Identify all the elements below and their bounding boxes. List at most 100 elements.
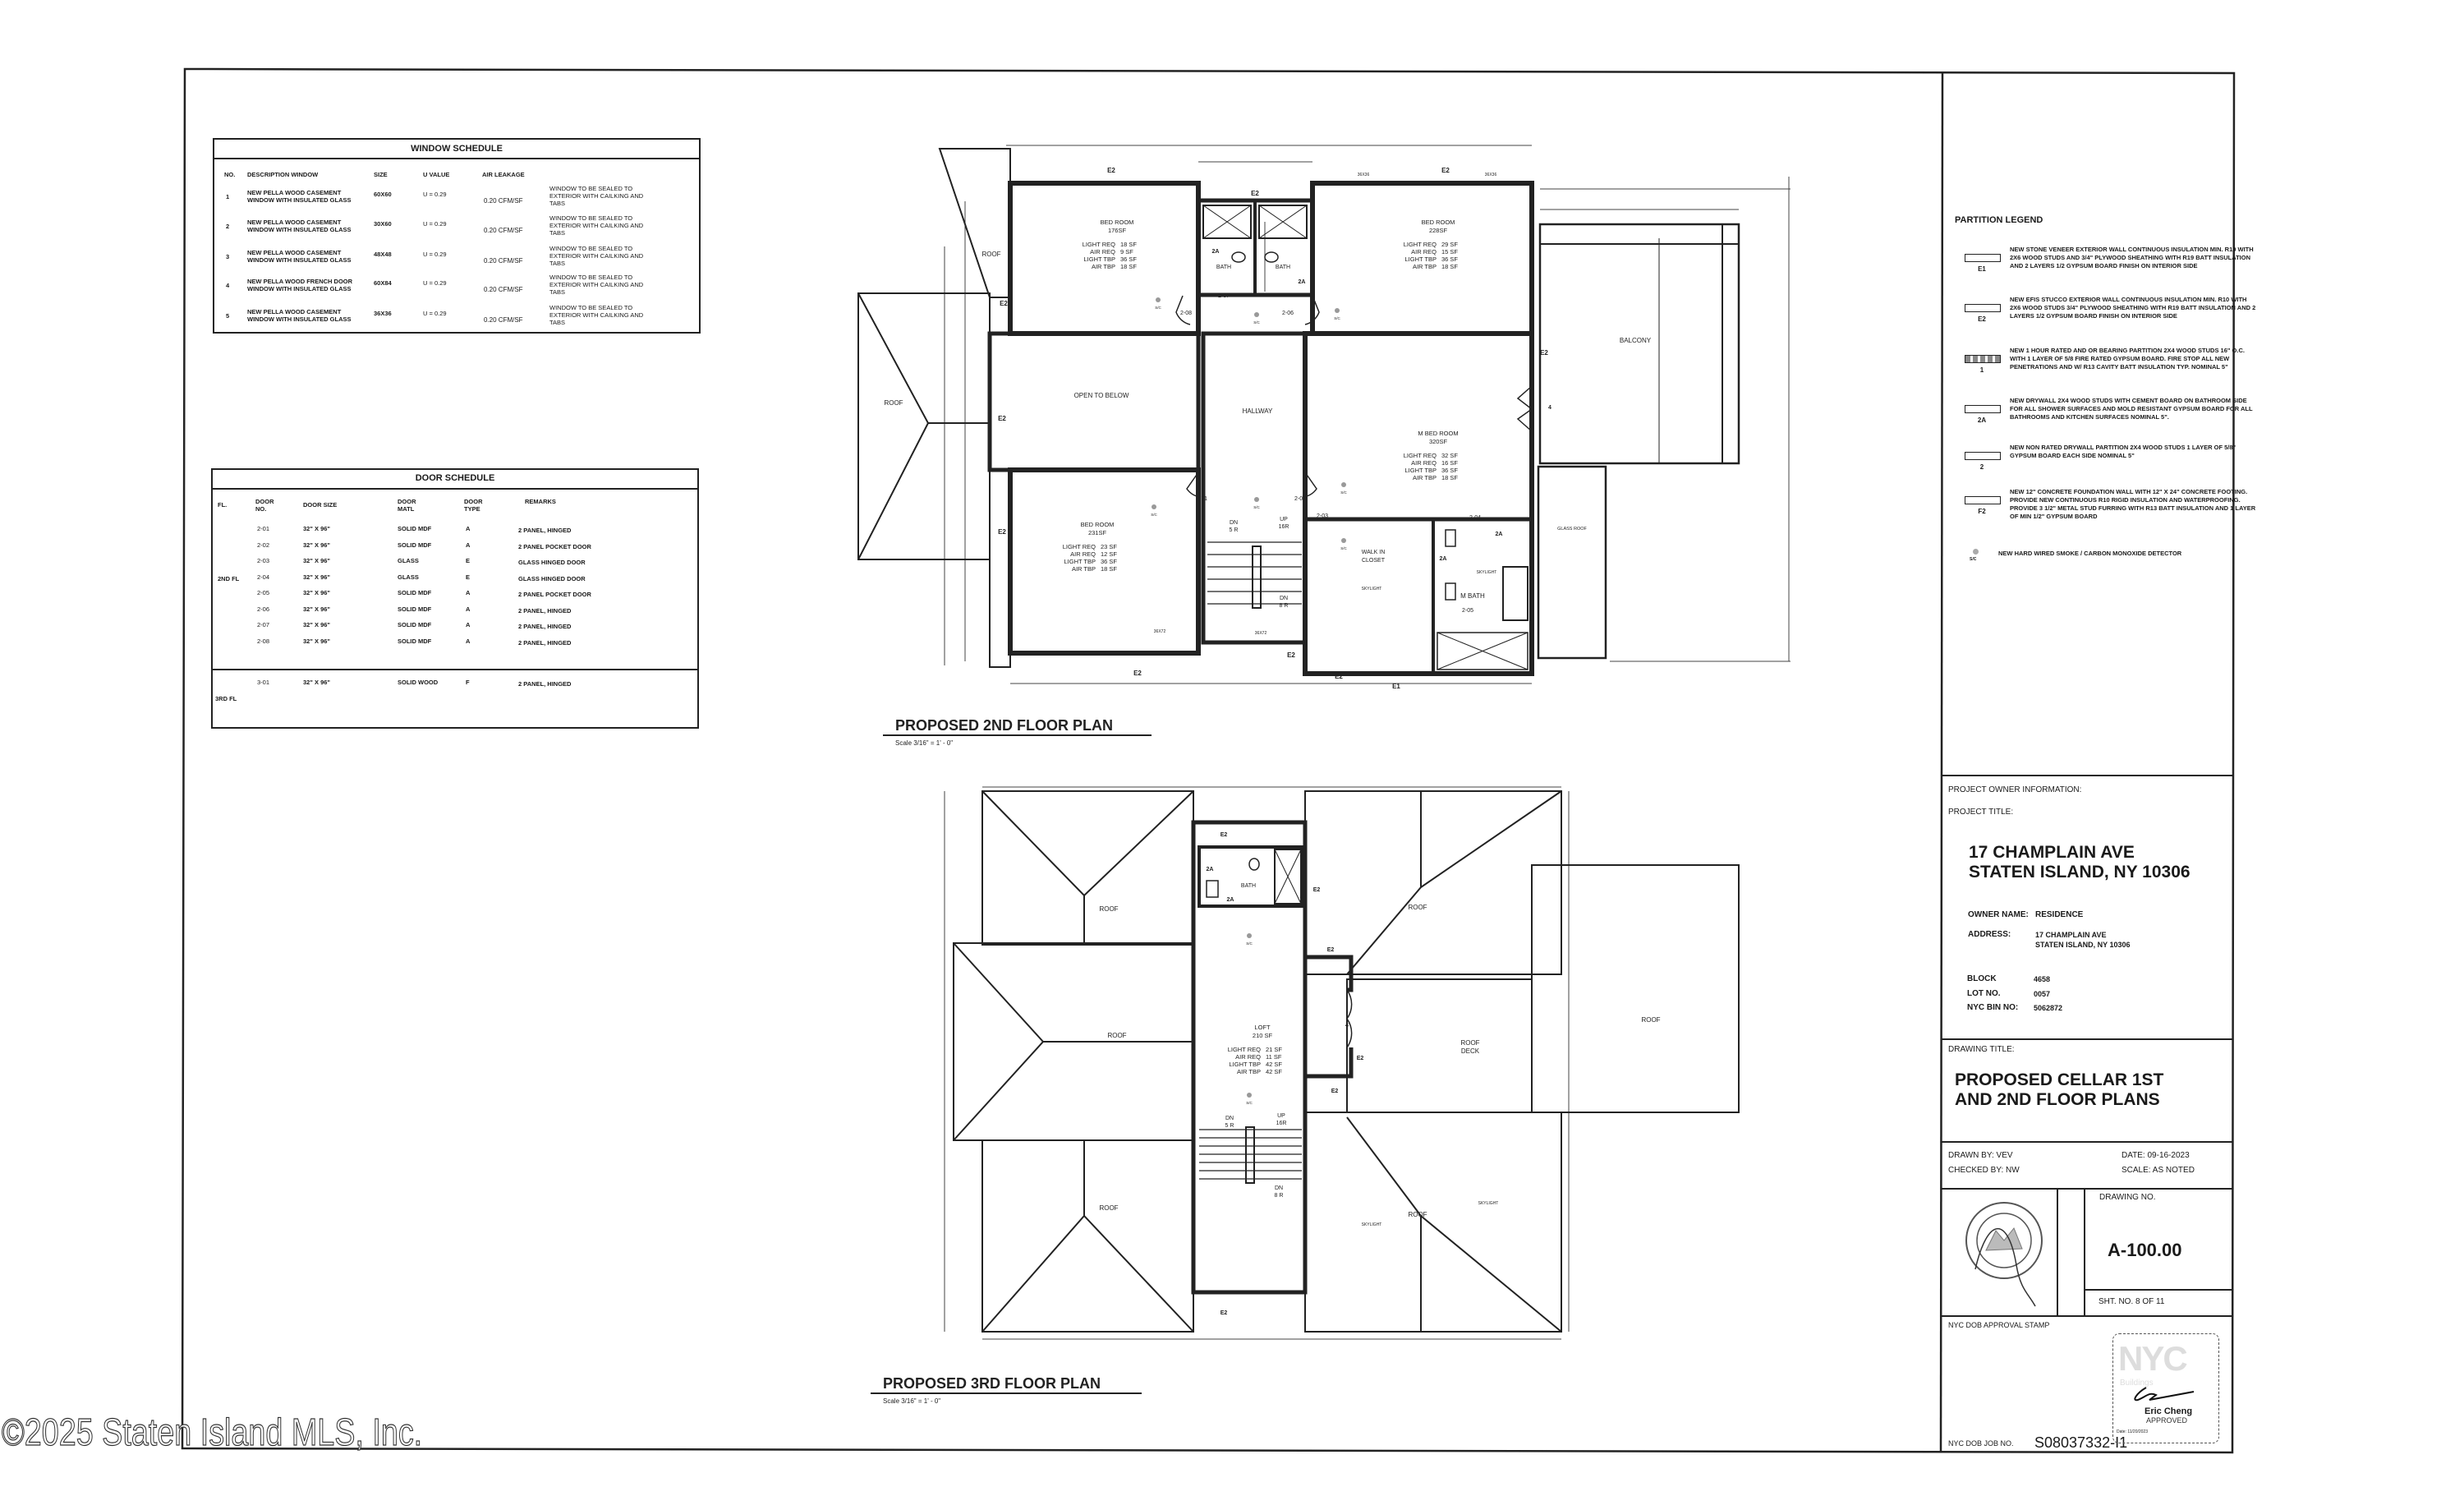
wall-type-tag: E2 bbox=[1221, 1310, 1228, 1316]
door-tag: 2-01 bbox=[1196, 496, 1207, 502]
door-remarks: 2 PANEL, HINGED bbox=[518, 680, 572, 688]
window-size: 60X84 bbox=[374, 279, 392, 287]
smoke-detector-icon: S/C bbox=[1334, 308, 1340, 320]
door-type: A bbox=[466, 541, 471, 549]
smoke-detector-icon bbox=[1973, 549, 1979, 555]
column-header: DOOR MATL bbox=[398, 498, 416, 513]
drawing-no: A-100.00 bbox=[2108, 1240, 2182, 1260]
project-title-line: STATEN ISLAND, NY 10306 bbox=[1969, 863, 2190, 881]
nyc-approval-stamp: NYC Buildings Eric Cheng APPROVED Date: … bbox=[2112, 1333, 2219, 1443]
roof-label: ROOF bbox=[1408, 1211, 1427, 1218]
roof-label: ROOF bbox=[1099, 1204, 1118, 1212]
door-type: A bbox=[466, 589, 471, 596]
master-bedroom-walls bbox=[1303, 331, 1534, 676]
wall-type-tag: E2 bbox=[1221, 832, 1228, 838]
bin-label: NYC BIN NO: bbox=[1967, 1003, 2019, 1012]
door-size: 32" X 96" bbox=[303, 525, 330, 532]
requirement-value: 11 SF bbox=[1266, 1053, 1282, 1061]
wall-type-tag: E2 bbox=[1978, 315, 1986, 323]
wall-type-swatch bbox=[1965, 452, 2001, 460]
requirement-value: 36 SF bbox=[1120, 255, 1137, 263]
drawn-by: DRAWN BY: VEV bbox=[1948, 1151, 2013, 1160]
architect-seal bbox=[1965, 1202, 2043, 1307]
window-no: 4 bbox=[226, 282, 230, 289]
requirement-label: AIR TBP bbox=[1092, 263, 1115, 270]
door-remarks: 2 PANEL POCKET DOOR bbox=[518, 542, 591, 550]
requirement-value: 18 SF bbox=[1441, 263, 1458, 270]
door-tag: 2-03 bbox=[1317, 513, 1328, 519]
approver-name: Eric Cheng bbox=[2145, 1406, 2193, 1416]
stairs bbox=[1207, 541, 1302, 609]
requirement-label: LIGHT TBP bbox=[1064, 558, 1096, 565]
third-floor-plan-title: PROPOSED 3RD FLOOR PLAN bbox=[883, 1375, 1101, 1392]
hallway-label: HALLWAY bbox=[1243, 407, 1273, 415]
window-no: 1 bbox=[226, 193, 230, 200]
wall-type-tag: E2 bbox=[998, 415, 1006, 422]
partition-tag: 2A bbox=[1440, 556, 1447, 562]
address: 17 CHAMPLAIN AVE STATEN ISLAND, NY 10306 bbox=[2035, 930, 2131, 950]
door-material: GLASS bbox=[398, 557, 419, 564]
nyc-logo: NYC bbox=[2118, 1339, 2188, 1378]
approval-signature bbox=[2134, 1387, 2195, 1402]
drawing-no-label: DRAWING NO. bbox=[2099, 1193, 2156, 1202]
stair-label: DN bbox=[1230, 520, 1238, 526]
shower bbox=[1202, 205, 1252, 239]
room-name: BED ROOM bbox=[1101, 219, 1134, 226]
wall-type-tag: E2 bbox=[1335, 673, 1343, 680]
column-header: DOOR SIZE bbox=[303, 501, 338, 509]
requirement-value: 29 SF bbox=[1441, 241, 1458, 248]
wall-type-tag: E2 bbox=[998, 528, 1006, 536]
owner-info-label: PROJECT OWNER INFORMATION: bbox=[1948, 785, 2082, 794]
door-size: 32" X 96" bbox=[303, 589, 330, 596]
window-u-value: U = 0.29 bbox=[423, 310, 447, 317]
skylight-label: SKYLIGHT bbox=[1362, 587, 1382, 591]
roof-outline bbox=[938, 148, 1011, 298]
requirement-label: AIR TBP bbox=[1072, 565, 1096, 573]
room-name: BED ROOM bbox=[1422, 219, 1455, 226]
door-type: F bbox=[466, 679, 470, 686]
wall-type-tag: E2 bbox=[1313, 887, 1321, 893]
door-material: SOLID MDF bbox=[398, 605, 432, 613]
glass-roof-label: GLASS ROOF bbox=[1557, 527, 1587, 532]
dob-stamp-label: NYC DOB APPROVAL STAMP bbox=[1948, 1321, 2050, 1329]
partition-tag: 2A bbox=[1207, 867, 1214, 872]
partition-legend-title: PARTITION LEGEND bbox=[1955, 215, 2043, 225]
balcony-label: BALCONY bbox=[1620, 337, 1652, 344]
block-value: 4658 bbox=[2034, 975, 2051, 983]
wall-type-description: NEW 12" CONCRETE FOUNDATION WALL WITH 12… bbox=[2010, 488, 2256, 520]
door-type-tag: 4 bbox=[1345, 1023, 1349, 1029]
wall-type-tag: E2 bbox=[1540, 349, 1548, 357]
smoke-detector-icon: S/C bbox=[1340, 538, 1347, 550]
second-floor-plan bbox=[857, 145, 1791, 684]
date: DATE: 09-16-2023 bbox=[2122, 1151, 2190, 1160]
roof-deck-label: DECK bbox=[1461, 1047, 1480, 1055]
requirement-value: 36 SF bbox=[1441, 255, 1458, 263]
wall-type-tag: E2 bbox=[1133, 670, 1142, 677]
stair-label: UP bbox=[1277, 1113, 1285, 1119]
bath-label: BATH bbox=[1276, 265, 1290, 270]
wall-type-description: NEW EFIS STUCCO EXTERIOR WALL CONTINUOUS… bbox=[2010, 296, 2256, 320]
door-tag: 2-02 bbox=[1294, 496, 1306, 502]
requirement-label: AIR REQ bbox=[1090, 248, 1115, 255]
door-remarks: 2 PANEL POCKET DOOR bbox=[518, 591, 591, 598]
door-no: 2-06 bbox=[257, 605, 270, 613]
wall-type-tag: E2 bbox=[1327, 947, 1335, 953]
door-size: 32" X 96" bbox=[303, 541, 330, 549]
stairs bbox=[1199, 1126, 1302, 1184]
wall-type-description: NEW NON RATED DRYWALL PARTITION 2X4 WOOD… bbox=[2010, 444, 2236, 459]
window-air-leakage: 0.20 CFM/SF bbox=[484, 227, 523, 234]
roof-label: ROOF bbox=[981, 251, 1000, 258]
roof-outline bbox=[1304, 1112, 1562, 1333]
column-header: REMARKS bbox=[525, 498, 556, 505]
door-type: A bbox=[466, 637, 471, 645]
wall-type-swatch bbox=[1965, 405, 2001, 413]
room-name: LOFT bbox=[1254, 1024, 1271, 1031]
column-header: DOOR NO. bbox=[255, 498, 274, 513]
dob-job-no: S08037332-I1 bbox=[2034, 1434, 2128, 1451]
roof-deck-label: ROOF bbox=[1460, 1039, 1479, 1047]
column-header: DESCRIPTION WINDOW bbox=[247, 171, 319, 178]
floor-label: 3RD FL bbox=[215, 695, 237, 702]
column-header: SIZE bbox=[374, 171, 388, 178]
